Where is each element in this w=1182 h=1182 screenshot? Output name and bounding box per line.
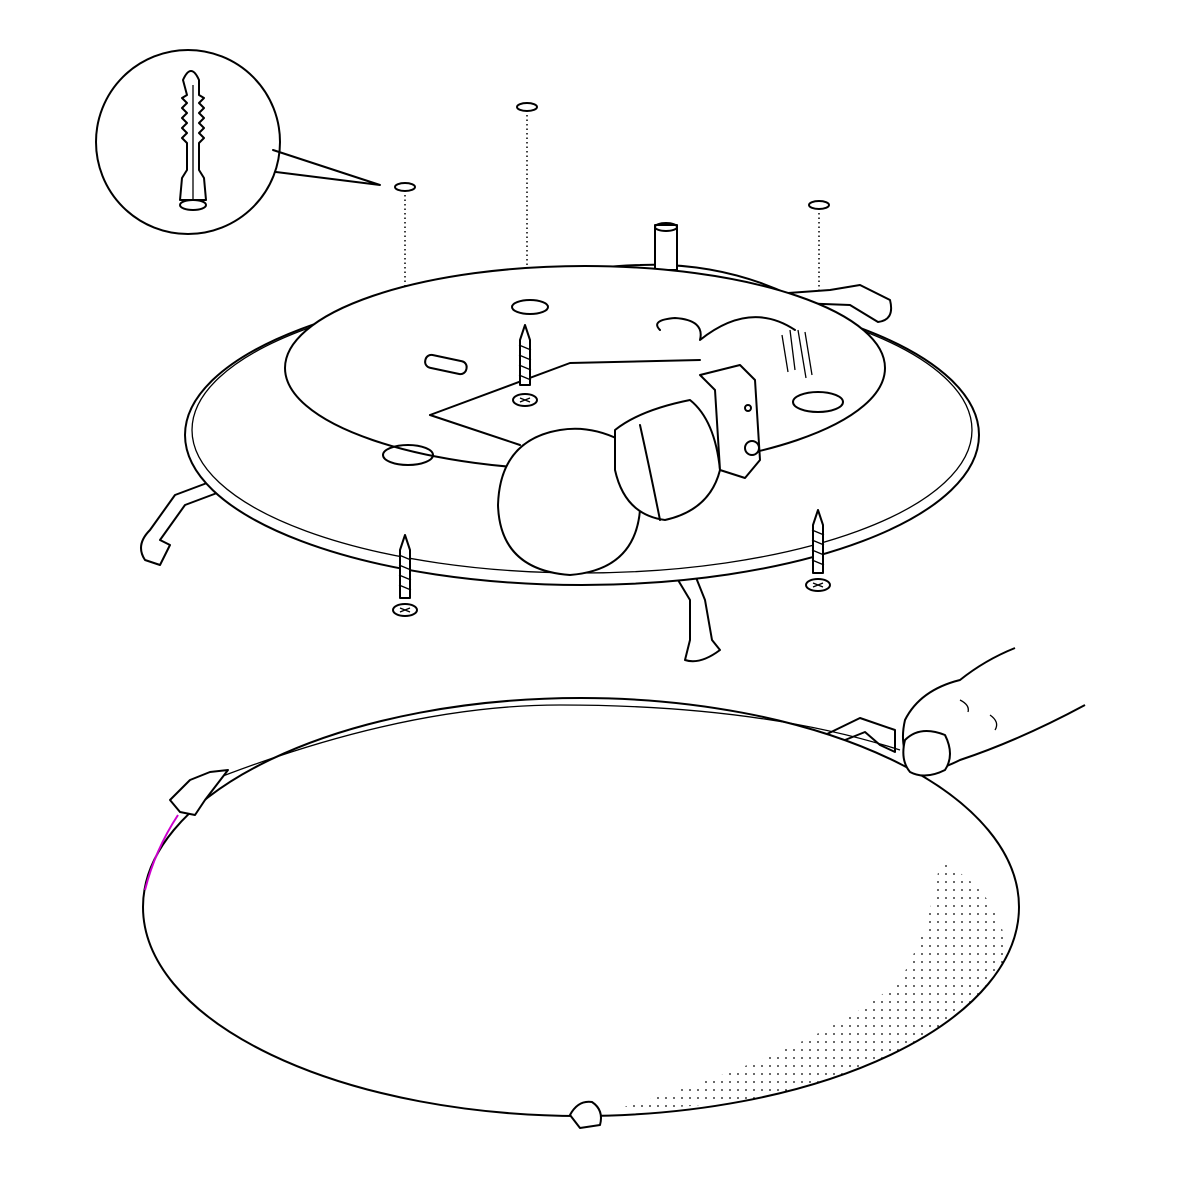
hand [902, 647, 1086, 777]
bulb [497, 427, 641, 576]
shade-clip-left [169, 769, 229, 816]
shade-clip-bottom [569, 1100, 602, 1129]
clip-left [140, 479, 226, 566]
lamp-socket [614, 364, 761, 521]
fingernail [902, 730, 951, 777]
wall-plug-detail [95, 49, 381, 235]
screw-left [392, 534, 418, 617]
clip-front [674, 574, 721, 663]
screw-center [512, 324, 538, 407]
wall-plug-icon [179, 70, 207, 211]
screws [392, 324, 831, 617]
glass-shade [142, 697, 1020, 1129]
hole-right [808, 200, 830, 210]
mounting-slot [424, 353, 468, 376]
highlight-edge [144, 814, 179, 891]
hole-left [394, 182, 416, 192]
screw-right [805, 509, 831, 592]
hole-center [516, 102, 538, 112]
